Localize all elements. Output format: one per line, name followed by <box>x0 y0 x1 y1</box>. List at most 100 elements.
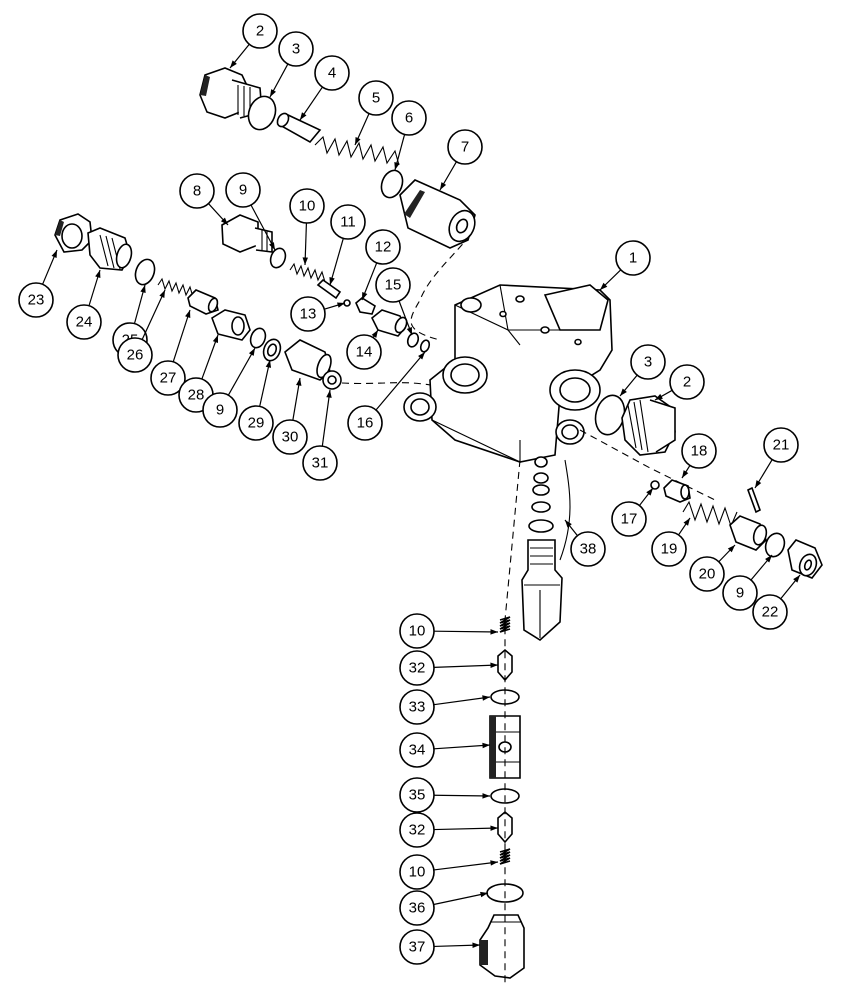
callout-1: 1 <box>599 240 651 291</box>
callout-circle <box>66 304 102 340</box>
callout-label: 4 <box>328 65 336 82</box>
callout-circle <box>242 13 278 49</box>
callout-22: 22 <box>752 574 801 630</box>
leader-arrowhead <box>371 330 378 338</box>
alignment-line-bottom <box>504 459 521 985</box>
leader-arrowhead <box>482 742 490 749</box>
callout-label: 23 <box>28 292 45 309</box>
callout-circle <box>150 360 186 396</box>
callout-label: 10 <box>299 198 316 215</box>
callout-label: 28 <box>188 387 205 404</box>
o-ring-6 <box>380 169 404 199</box>
callout-circle <box>18 282 54 318</box>
callout-label: 27 <box>160 370 177 387</box>
callout-label: 13 <box>300 306 317 323</box>
callout-label: 12 <box>375 239 392 256</box>
poppet-13 <box>355 297 376 315</box>
leader-arrowhead <box>362 292 368 300</box>
leader-arrowhead <box>326 390 332 398</box>
callout-2: 2 <box>229 13 278 69</box>
callout-label: 6 <box>405 110 413 127</box>
callout-label: 10 <box>409 864 426 881</box>
leader-arrowhead <box>682 470 689 478</box>
callout-label: 19 <box>661 541 678 558</box>
leader-arrowhead <box>620 388 627 396</box>
poppet-27 <box>187 289 219 315</box>
sleeve-31 <box>322 370 342 390</box>
callout-13: 13 <box>290 296 346 332</box>
leader-arrowhead <box>418 352 425 360</box>
callout-label: 8 <box>193 183 201 200</box>
callout-21: 21 <box>754 427 799 489</box>
callout-circle <box>302 445 338 481</box>
pin <box>276 112 322 144</box>
leader-arrowhead <box>159 290 165 298</box>
callout-label: 38 <box>580 541 597 558</box>
o-ring-15 <box>406 332 420 348</box>
leader-line <box>433 664 499 668</box>
callout-label: 36 <box>409 900 426 917</box>
leader-arrowhead <box>296 378 302 386</box>
leader-arrowhead <box>406 327 412 335</box>
spring-10a <box>289 262 326 283</box>
callout-32: 32 <box>399 812 499 848</box>
callout-12: 12 <box>361 229 401 301</box>
leader-arrowhead <box>337 302 345 308</box>
callout-17: 17 <box>611 487 654 537</box>
leader-arrowhead <box>490 825 498 831</box>
callout-circle <box>399 650 435 686</box>
callout-16: 16 <box>347 351 426 441</box>
callout-circle <box>399 929 435 965</box>
callout-label: 24 <box>76 314 93 331</box>
callout-circle <box>290 296 326 332</box>
callout-circle <box>314 55 350 91</box>
callout-18: 18 <box>681 433 717 479</box>
leader-line <box>433 630 499 633</box>
callout-circle <box>330 204 366 240</box>
callout-35: 35 <box>399 777 491 813</box>
callout-circle <box>615 240 651 276</box>
callout-circle <box>752 594 788 630</box>
leader-line <box>259 359 271 407</box>
callout-circle <box>399 812 435 848</box>
callout-29: 29 <box>238 359 274 441</box>
callout-circle <box>238 405 274 441</box>
callout-label: 10 <box>409 623 426 640</box>
leader-arrowhead <box>482 793 490 799</box>
callout-label: 15 <box>385 277 402 294</box>
spring-26 <box>157 277 194 298</box>
callout-19: 19 <box>651 517 691 567</box>
callout-10: 10 <box>399 854 499 890</box>
callout-label: 1 <box>629 250 637 267</box>
leader-arrowhead <box>480 891 488 898</box>
leader-arrowhead <box>329 277 335 285</box>
callout-label: 2 <box>256 23 264 40</box>
callout-14: 14 <box>346 329 382 370</box>
cap-22 <box>787 539 823 579</box>
leader-arrowhead <box>490 629 498 635</box>
callout-circle <box>117 337 153 373</box>
callout-31: 31 <box>302 389 338 481</box>
callout-38: 38 <box>564 519 606 567</box>
ball-17 <box>650 480 660 490</box>
leader-arrowhead <box>600 282 608 290</box>
washer-29 <box>262 338 282 362</box>
callout-8: 8 <box>179 173 229 226</box>
callout-label: 20 <box>699 566 716 583</box>
leader-line <box>250 204 276 251</box>
callout-10: 10 <box>289 188 325 266</box>
callout-label: 14 <box>356 344 373 361</box>
cartridge-38 <box>521 539 563 641</box>
callout-9: 9 <box>722 554 773 611</box>
callout-33: 33 <box>399 689 491 725</box>
spring-large <box>314 135 400 166</box>
callout-circle <box>611 501 647 537</box>
leader-arrowhead <box>185 310 191 318</box>
callout-circle <box>365 229 401 265</box>
leader-arrowhead <box>727 545 735 553</box>
o-ring-16 <box>419 339 431 353</box>
callout-label: 17 <box>621 511 638 528</box>
leader-line <box>375 351 426 411</box>
callout-3: 3 <box>619 344 666 397</box>
